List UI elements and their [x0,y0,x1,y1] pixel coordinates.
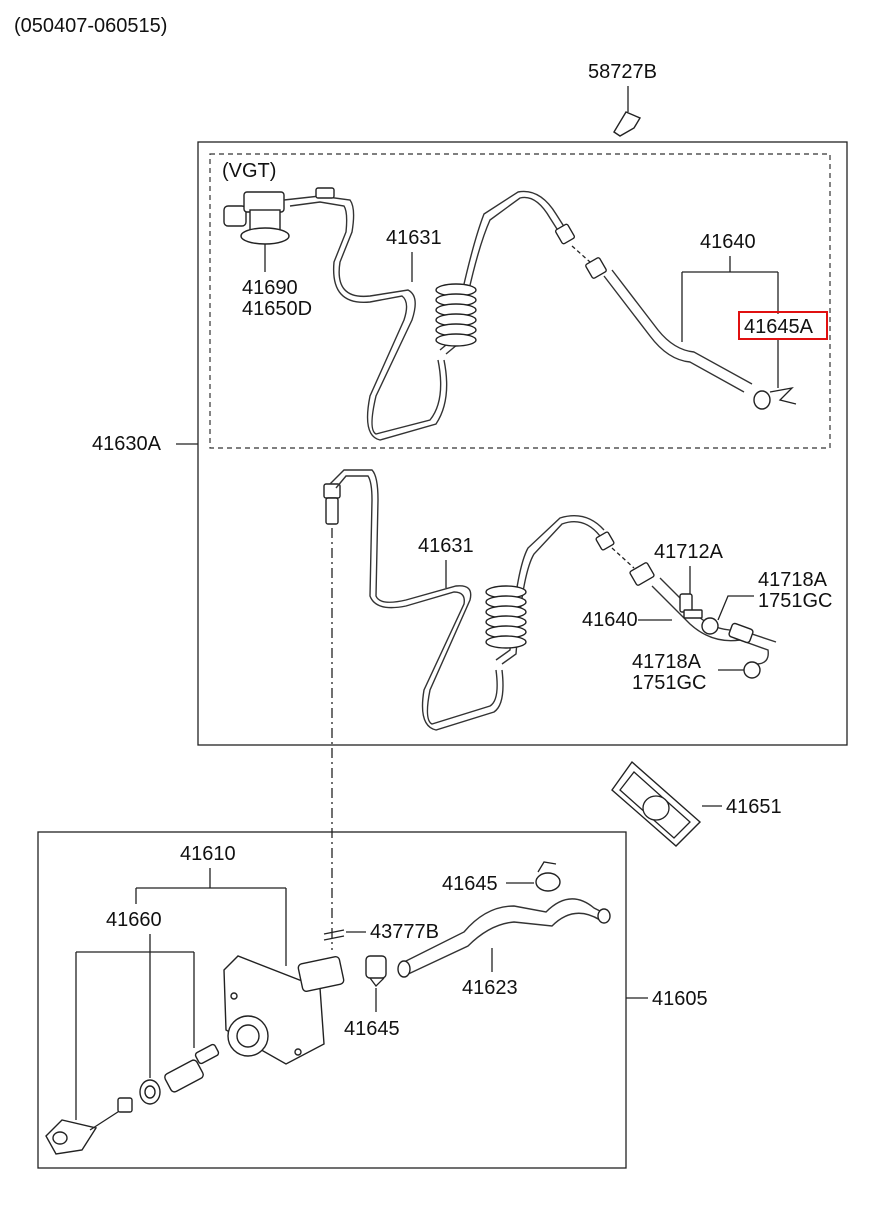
gasket-upper-part [701,595,754,635]
boot-ring-part [139,1079,161,1105]
callout-41650d[interactable]: 41650D [242,298,312,320]
callout-1751gc-upper[interactable]: 1751GC [758,590,833,612]
callout-41645a[interactable]: 41645A [744,316,814,338]
callout-1751gc-lower[interactable]: 1751GC [632,672,707,694]
callout-41651[interactable]: 41651 [726,796,782,818]
vgt-note: (VGT) [222,160,276,182]
clip-lower-part [365,955,387,1012]
callout-41610[interactable]: 41610 [180,843,236,865]
callout-41631-vgt[interactable]: 41631 [386,227,442,249]
callout-41640[interactable]: 41640 [582,609,638,631]
union-bolt-part [679,566,703,619]
date-range-label: (050407-060515) [14,15,167,37]
callout-41645-upper[interactable]: 41645 [442,873,498,895]
reservoir-hose-part [397,898,611,978]
vgt-master-cylinder-part [223,191,290,272]
callout-58727b[interactable]: 58727B [588,61,657,83]
highlight-box-41645a [738,311,828,340]
callout-41630a[interactable]: 41630A [92,433,162,455]
callout-41623[interactable]: 41623 [462,977,518,999]
plate-gasket-part [611,760,722,847]
piston-part [164,1043,220,1093]
callout-41718a-lower[interactable]: 41718A [632,651,702,673]
callout-41640-vgt[interactable]: 41640 [700,231,756,253]
callout-41645-lower[interactable]: 41645 [344,1018,400,1040]
callout-41718a-upper[interactable]: 41718A [758,569,828,591]
vgt-hose-part [283,187,576,441]
bracket-58727b-part: 58727B [588,61,657,137]
callout-41631[interactable]: 41631 [418,535,474,557]
vgt-subframe [209,153,831,449]
callout-41605[interactable]: 41605 [652,988,708,1010]
pipe-part [611,547,777,665]
vgt-pipe-part [571,245,797,410]
callout-43777b[interactable]: 43777B [370,921,439,943]
gasket-lower-part [718,661,761,679]
callout-41690[interactable]: 41690 [242,277,298,299]
master-cylinder-part [223,955,345,1065]
push-rod-part [45,1097,133,1155]
clip-upper-part [535,861,561,892]
master-cyl-assy-frame [37,831,627,1169]
callout-41712a[interactable]: 41712A [654,541,724,563]
retainer-part [323,929,366,941]
callout-41660[interactable]: 41660 [106,909,162,931]
hose-part [323,469,615,731]
